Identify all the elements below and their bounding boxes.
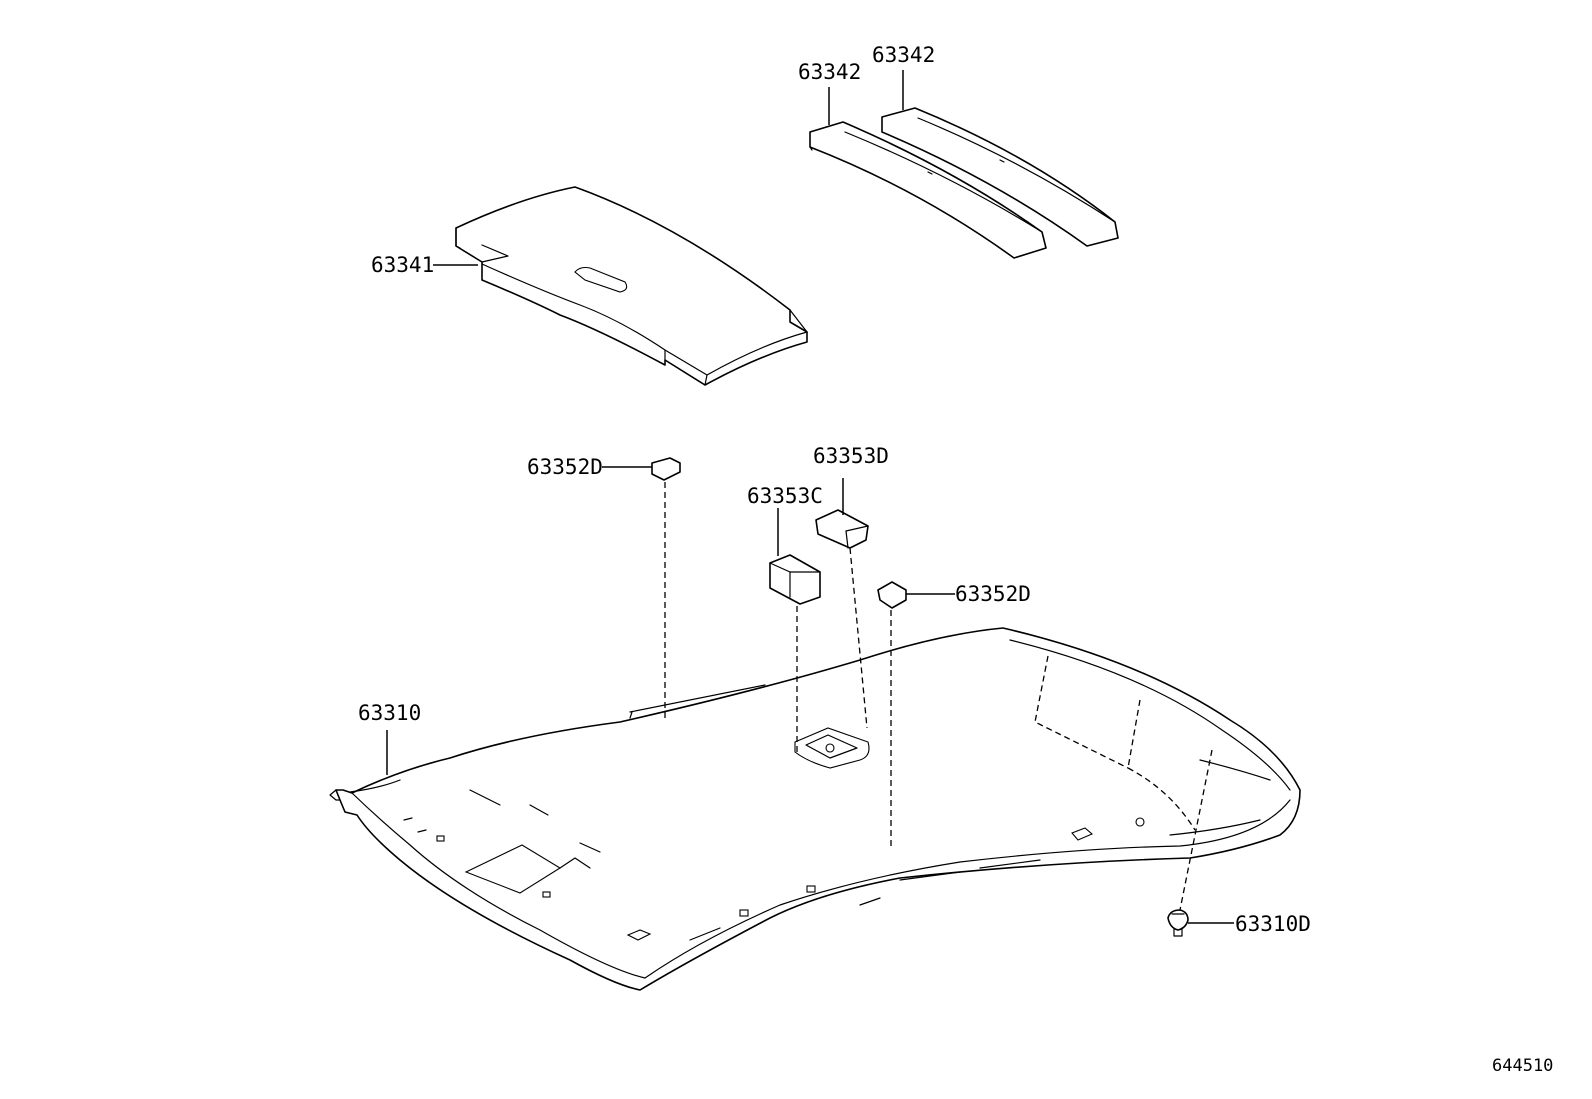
- label-63352d-left[interactable]: 63352D: [527, 455, 603, 479]
- headlining-63310-drawing[interactable]: [329, 627, 1301, 991]
- part-labels: 63342 63342 63341 63352D 63353D 63353C 6…: [358, 43, 1553, 1076]
- figure-number: 644510: [1492, 1056, 1553, 1076]
- pad-63342-left-drawing[interactable]: [809, 121, 1047, 259]
- pad-63352d-right-drawing[interactable]: [877, 581, 907, 609]
- label-63352d-right[interactable]: 63352D: [955, 582, 1031, 606]
- leader-lines: [386, 70, 1234, 924]
- label-63310d[interactable]: 63310D: [1235, 912, 1311, 936]
- clip-63310d-drawing[interactable]: [1167, 909, 1189, 937]
- pad-63352d-left-drawing[interactable]: [651, 457, 681, 481]
- label-63342-left[interactable]: 63342: [798, 60, 861, 84]
- label-63341[interactable]: 63341: [371, 253, 434, 277]
- label-63310[interactable]: 63310: [358, 701, 421, 725]
- pad-63353d-drawing[interactable]: [815, 509, 869, 549]
- pad-63341-drawing[interactable]: [455, 186, 808, 386]
- pad-63353c-drawing[interactable]: [769, 554, 821, 605]
- assembly-dashed-lines: [664, 482, 1213, 911]
- pad-63342-right-drawing[interactable]: [881, 107, 1119, 247]
- label-63353d[interactable]: 63353D: [813, 444, 889, 468]
- label-63342-right[interactable]: 63342: [872, 43, 935, 67]
- label-63353c[interactable]: 63353C: [747, 484, 823, 508]
